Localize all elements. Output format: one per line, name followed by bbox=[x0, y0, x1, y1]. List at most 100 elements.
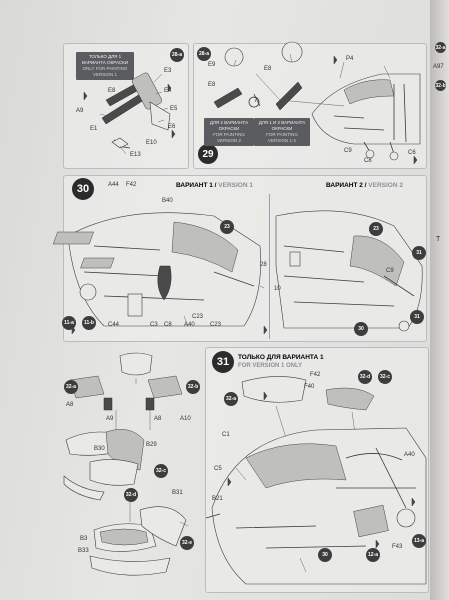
note-ru: ТОЛЬКО ДЛЯ 1 ВАРИАНТА ОКРАСКИ bbox=[81, 54, 129, 65]
step-28-panel: ТОЛЬКО ДЛЯ 1 ВАРИАНТА ОКРАСКИ ONLY FOR P… bbox=[63, 43, 189, 169]
part-C44: C44 bbox=[108, 322, 120, 328]
part-B3: B3 bbox=[80, 536, 88, 542]
nose-gun-drawing bbox=[213, 41, 421, 165]
note-en-1: FOR PAINTING VERSION 2 bbox=[213, 132, 245, 143]
part-A9: A9 bbox=[76, 108, 84, 114]
part-B40: B40 bbox=[162, 198, 173, 204]
callout-12a: 12-a bbox=[366, 548, 380, 562]
callout-28a: 28-a bbox=[170, 48, 184, 62]
callout-31-a: 31 bbox=[412, 246, 426, 260]
part-P4: P4 bbox=[346, 56, 354, 62]
part-10: 10 bbox=[274, 286, 281, 292]
part-B33: B33 bbox=[78, 548, 89, 554]
part-E4: E4 bbox=[164, 88, 172, 94]
part-C23-a: C23 bbox=[210, 322, 222, 328]
part-E5: E5 bbox=[170, 106, 178, 112]
callout-30-b: 30 bbox=[318, 548, 332, 562]
note-ru-1: ДЛЯ 2 ВАРИАНТА ОКРАСКИ bbox=[209, 120, 249, 131]
part-E13: E13 bbox=[130, 152, 141, 158]
fuselage-variants-drawing bbox=[52, 210, 423, 335]
part-C23-b: C23 bbox=[192, 314, 204, 320]
edge-callout-1: 32-a bbox=[435, 42, 446, 53]
note-ru-2: ДЛЯ 1 И 2 ВАРИАНТА ОКРАСКИ bbox=[258, 120, 306, 131]
step-29-panel: 28-a 29 ДЛЯ 2 ВАРИАНТА ОКРАСКИ FOR PAINT… bbox=[193, 41, 427, 169]
edge-label-2: T bbox=[436, 236, 441, 243]
part-F42: F42 bbox=[310, 372, 321, 378]
callout-32c-b: 32-c bbox=[378, 370, 392, 384]
callout-23-a: 23 bbox=[220, 220, 234, 234]
part-C8: C8 bbox=[364, 158, 372, 164]
part-C3: C3 bbox=[150, 322, 158, 328]
subassemblies-drawing bbox=[63, 352, 189, 576]
note-en-2: FOR PAINTING VERSION 1-2 bbox=[266, 132, 298, 143]
part-E10: E10 bbox=[146, 140, 157, 146]
variant-2-en: VERSION 2 bbox=[368, 182, 403, 189]
step-31-panel: 31 ТОЛЬКО ДЛЯ ВАРИАНТА 1 FOR VERSION 1 O… bbox=[205, 347, 429, 593]
variant-divider bbox=[269, 194, 270, 339]
part-F42: F42 bbox=[126, 182, 137, 188]
version-1-only-note: ТОЛЬКО ДЛЯ 1 ВАРИАНТА ОКРАСКИ ONLY FOR P… bbox=[76, 52, 134, 80]
part-C1: C1 bbox=[222, 432, 230, 438]
callout-28a-b: 28-a bbox=[197, 47, 211, 61]
step-31-title-ru: ТОЛЬКО ДЛЯ ВАРИАНТА 1 bbox=[238, 354, 324, 361]
part-B31: B31 bbox=[172, 490, 183, 496]
callout-23-b: 23 bbox=[369, 222, 383, 236]
callout-32b: 32-b bbox=[186, 380, 200, 394]
version-2-note: ДЛЯ 2 ВАРИАНТА ОКРАСКИ FOR PAINTING VERS… bbox=[204, 118, 254, 146]
step-29-number: 29 bbox=[198, 144, 218, 164]
version-1-2-note: ДЛЯ 1 И 2 ВАРИАНТА ОКРАСКИ FOR PAINTING … bbox=[254, 118, 310, 146]
part-E8: E8 bbox=[108, 88, 116, 94]
part-A44: A44 bbox=[108, 182, 119, 188]
step-30-number: 30 bbox=[72, 178, 94, 200]
part-C9: C9 bbox=[386, 268, 394, 274]
part-C5: C5 bbox=[214, 466, 222, 472]
edge-label-1: A97 bbox=[433, 64, 444, 70]
part-E8-b: E8 bbox=[264, 66, 272, 72]
part-B30: B30 bbox=[94, 446, 105, 452]
gun-pod-drawing bbox=[83, 72, 176, 155]
variant-2-ru: ВАРИАНТ 2 bbox=[326, 182, 363, 189]
part-7: 7 bbox=[254, 98, 258, 104]
part-A10: A10 bbox=[180, 416, 191, 422]
variant-1-en: VERSION 1 bbox=[218, 182, 253, 189]
callout-11a: 11-a bbox=[62, 316, 76, 330]
part-A40: A40 bbox=[404, 452, 415, 458]
callout-32d-b: 32-d bbox=[358, 370, 372, 384]
callout-32d: 32-d bbox=[124, 488, 138, 502]
part-E8-a: E8 bbox=[208, 82, 216, 88]
callout-32e: 32-e bbox=[180, 536, 194, 550]
part-A40: A40 bbox=[184, 322, 195, 328]
part-C28: 28 bbox=[260, 262, 267, 268]
callout-32a: 32-a bbox=[64, 380, 78, 394]
part-B29: B29 bbox=[146, 442, 157, 448]
edge-callout-2: 32-b bbox=[435, 80, 446, 91]
variant-1-ru: ВАРИАНТ 1 bbox=[176, 182, 213, 189]
part-C6: C6 bbox=[408, 150, 416, 156]
variant-1-title: ВАРИАНТ 1 / VERSION 1 bbox=[176, 182, 253, 189]
callout-32a-b: 32-a bbox=[224, 392, 238, 406]
part-E9: E9 bbox=[208, 62, 216, 68]
callout-32c: 32-c bbox=[154, 464, 168, 478]
callout-30: 30 bbox=[354, 322, 368, 336]
part-A8-a: A8 bbox=[66, 402, 74, 408]
next-page-edge: 32-a A97 32-b T bbox=[430, 0, 449, 600]
callout-31-b: 31 bbox=[410, 310, 424, 324]
left-column: 32-a 32-b A8 A10 A9 A8 B30 B29 32-c 32-d… bbox=[60, 350, 200, 590]
part-E1: E1 bbox=[90, 126, 98, 132]
part-C8: C8 bbox=[164, 322, 172, 328]
part-E3: E3 bbox=[164, 68, 172, 74]
callout-11b: 11-b bbox=[82, 316, 96, 330]
part-F40: F40 bbox=[304, 384, 315, 390]
step-31-number: 31 bbox=[212, 351, 234, 373]
part-B21: B21 bbox=[212, 496, 223, 502]
variant-2-title: ВАРИАНТ 2 / VERSION 2 bbox=[326, 182, 403, 189]
part-F43: F43 bbox=[392, 544, 403, 550]
part-A8-b: A8 bbox=[154, 416, 162, 422]
note-en: ONLY FOR PAINTING VERSION 1 bbox=[82, 66, 128, 77]
canopy-assembly-drawing bbox=[205, 376, 427, 585]
part-E6: E6 bbox=[168, 124, 176, 130]
step-30-panel: 30 ВАРИАНТ 1 / VERSION 1 ВАРИАНТ 2 / VER… bbox=[52, 175, 427, 342]
part-C9: C9 bbox=[344, 148, 352, 154]
part-A9: A9 bbox=[106, 416, 114, 422]
step-31-title-en: FOR VERSION 1 ONLY bbox=[238, 363, 303, 369]
